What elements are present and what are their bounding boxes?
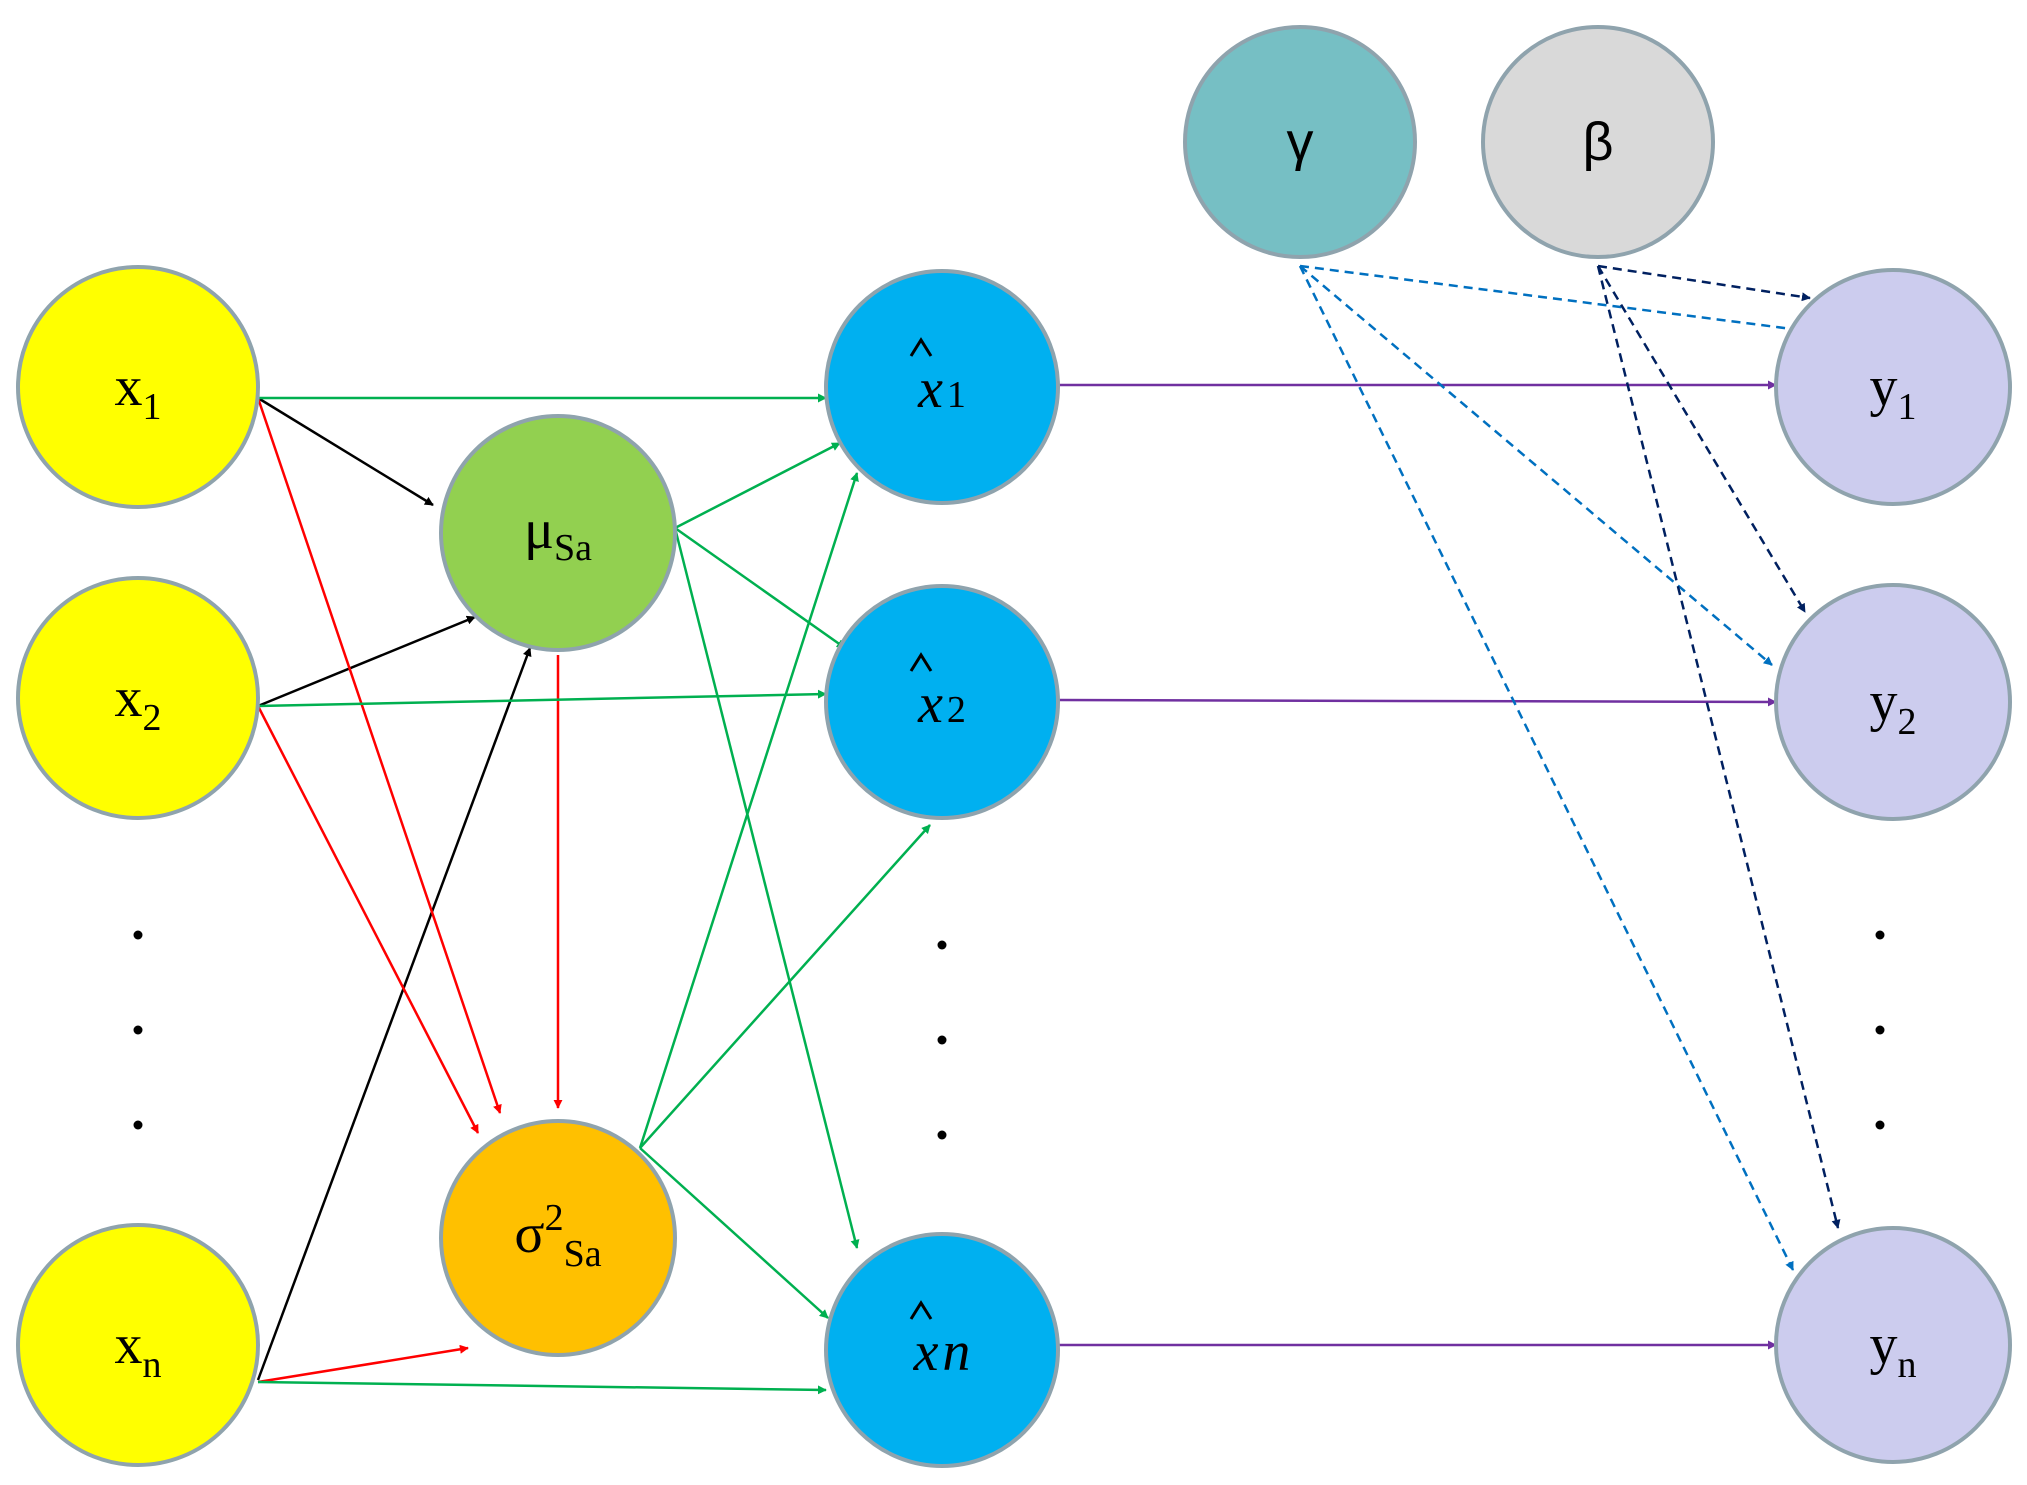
node-xn: xn — [16, 1223, 260, 1467]
node-gamma: γ — [1183, 25, 1417, 259]
edge-sigma-to-xh2 — [639, 824, 931, 1149]
svg-text:γ: γ — [1287, 112, 1314, 172]
svg-text:yn: yn — [1870, 1314, 1917, 1386]
edge-mu-to-xhn — [673, 527, 860, 1249]
edge-mu-to-xh1 — [674, 441, 841, 530]
edge-beta-to-y2 — [1596, 265, 1807, 613]
svg-text:σ2Sa: σ2Sa — [514, 1197, 601, 1275]
edge-x1-to-sigma — [256, 397, 502, 1114]
node-mean: μSa — [439, 414, 677, 652]
ellipsis-outputs — [1875, 930, 1885, 1130]
svg-text:xn: xn — [115, 1314, 162, 1386]
svg-text:y1: y1 — [1870, 356, 1917, 428]
svg-text:xn: xn — [913, 1321, 971, 1383]
node-x1: x1 — [16, 265, 260, 509]
ellipsis-inputs — [133, 930, 143, 1130]
hat-accent — [909, 1300, 933, 1320]
node-yn: yn — [1774, 1226, 2012, 1464]
node-x2: x2 — [16, 576, 260, 820]
hat-accent — [909, 337, 933, 357]
edge-x2-to-xh2 — [257, 689, 827, 708]
edge-gamma-to-y2 — [1299, 265, 1773, 666]
edge-xh2-to-y2 — [1057, 697, 1777, 707]
edge-sigma-to-xhn — [639, 1147, 829, 1319]
edge-beta-to-y1 — [1597, 264, 1811, 302]
node-y1: y1 — [1774, 268, 2012, 506]
edge-xn-to-xhn — [257, 1380, 827, 1395]
edge-beta-to-yn — [1596, 265, 1841, 1229]
edge-xn-to-sigma — [257, 1344, 469, 1384]
node-y2: y2 — [1774, 583, 2012, 821]
edge-mu-to-xh2 — [674, 526, 846, 650]
node-variance: σ2Sa — [439, 1119, 677, 1357]
svg-text:μSa: μSa — [524, 499, 592, 569]
edge-x1-to-mu — [257, 396, 434, 507]
svg-text:x1: x1 — [917, 358, 966, 420]
edge-x2-to-sigma — [256, 705, 480, 1134]
ellipsis-normalized — [937, 940, 947, 1140]
edge-gamma-to-y1 — [1299, 264, 1801, 334]
edges — [256, 264, 1841, 1395]
edge-xn-to-mu — [256, 647, 532, 1381]
svg-text:β: β — [1582, 112, 1613, 172]
svg-text:x2: x2 — [115, 667, 162, 739]
edge-gamma-to-yn — [1298, 265, 1795, 1271]
svg-text:y2: y2 — [1870, 671, 1917, 743]
node-beta: β — [1481, 25, 1715, 259]
hat-accent — [909, 652, 933, 672]
node-xhatn: xn — [824, 1232, 1060, 1468]
edge-x2-to-mu — [257, 615, 476, 708]
edge-sigma-to-xh1 — [638, 472, 859, 1149]
svg-text:x1: x1 — [115, 356, 162, 428]
svg-text:x2: x2 — [917, 673, 966, 735]
